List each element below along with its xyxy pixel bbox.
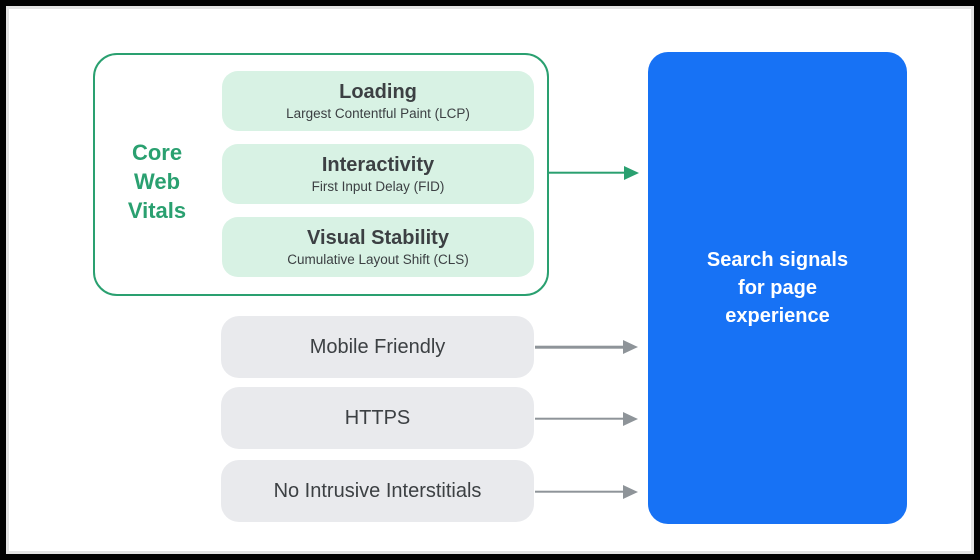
no-intrusive-interstitials-arrow-icon: [535, 484, 638, 500]
signal-label: Mobile Friendly: [309, 335, 446, 358]
signal-label: No Intrusive Interstitials: [273, 479, 482, 502]
vital-pill-loading: Loading Largest Contentful Paint (LCP): [222, 71, 534, 131]
core-web-vitals-label: Core Web Vitals: [93, 53, 221, 296]
mobile-friendly-arrow-icon: [535, 339, 638, 355]
arrow-shaft: [549, 171, 627, 174]
signal-label: HTTPS: [344, 406, 411, 429]
signal-pill-mobile-friendly: Mobile Friendly: [221, 316, 534, 378]
core-web-vitals-label-line: Vitals: [127, 198, 187, 223]
core-web-vitals-label-line: Web: [133, 169, 181, 194]
arrow-shaft: [535, 345, 626, 349]
vital-subtitle: First Input Delay (FID): [311, 179, 445, 194]
vital-pill-interactivity: Interactivity First Input Delay (FID): [222, 144, 534, 204]
arrow-head: [624, 165, 639, 180]
diagram-canvas: Core Web Vitals Loading Largest Contentf…: [6, 6, 974, 554]
arrow-shaft: [535, 417, 626, 420]
arrow-head: [623, 340, 638, 354]
result-line: Search signals: [706, 249, 849, 271]
vital-title: Interactivity: [321, 154, 435, 176]
vital-subtitle: Cumulative Layout Shift (CLS): [287, 252, 469, 267]
vital-title: Visual Stability: [307, 227, 449, 249]
result-line: experience: [725, 305, 830, 327]
arrow-shaft: [535, 490, 626, 493]
vital-subtitle: Largest Contentful Paint (LCP): [286, 106, 470, 121]
vital-title: Loading: [339, 81, 417, 103]
arrow-head: [623, 411, 638, 426]
result-line: for page: [738, 277, 817, 299]
core-web-vitals-arrow-icon: [549, 165, 639, 181]
core-web-vitals-label-line: Core: [131, 140, 183, 165]
https-arrow-icon: [535, 411, 638, 427]
search-signals-result-box: Search signals for page experience: [648, 52, 907, 524]
vital-pill-visual-stability: Visual Stability Cumulative Layout Shift…: [222, 217, 534, 277]
signal-pill-no-intrusive-interstitials: No Intrusive Interstitials: [221, 460, 534, 522]
arrow-head: [623, 484, 638, 499]
signal-pill-https: HTTPS: [221, 387, 534, 449]
